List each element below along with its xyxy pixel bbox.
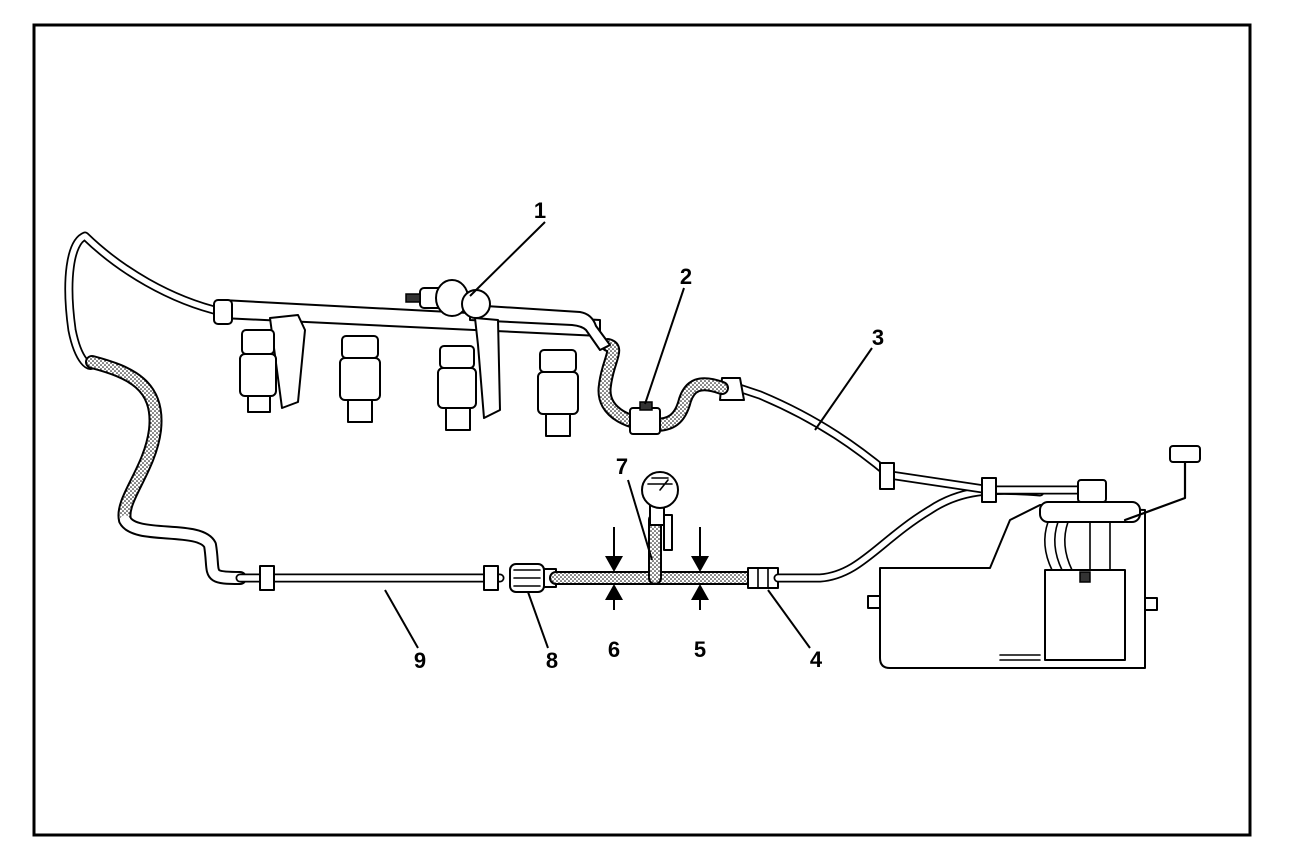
callout-9: 9 xyxy=(414,648,426,673)
fuel-tank xyxy=(867,445,1201,669)
callout-6: 6 xyxy=(608,637,620,662)
callout-2: 2 xyxy=(680,264,692,289)
fuel-injector-1 xyxy=(239,314,306,413)
pressure-test-tee xyxy=(549,471,755,585)
fuel-injector-3 xyxy=(437,317,501,431)
pressure-regulator xyxy=(405,279,491,319)
fuel-injector-4 xyxy=(537,349,579,437)
callout-1: 1 xyxy=(534,198,546,223)
fuel-pressure-pipe xyxy=(719,377,1090,503)
callout-3: 3 xyxy=(872,325,884,350)
fuel-injector-2 xyxy=(339,335,381,423)
callout-4: 4 xyxy=(810,647,823,672)
diagram-frame xyxy=(32,23,1252,837)
callout-8: 8 xyxy=(546,648,558,673)
return-hose-loop xyxy=(64,231,247,585)
fuel-hose-connector xyxy=(597,338,729,435)
callout-5: 5 xyxy=(694,637,706,662)
callout-leaders xyxy=(384,221,873,649)
fuel-feed-pipe xyxy=(235,565,505,591)
quick-connect-fitting xyxy=(747,567,779,589)
callout-7: 7 xyxy=(616,454,628,479)
